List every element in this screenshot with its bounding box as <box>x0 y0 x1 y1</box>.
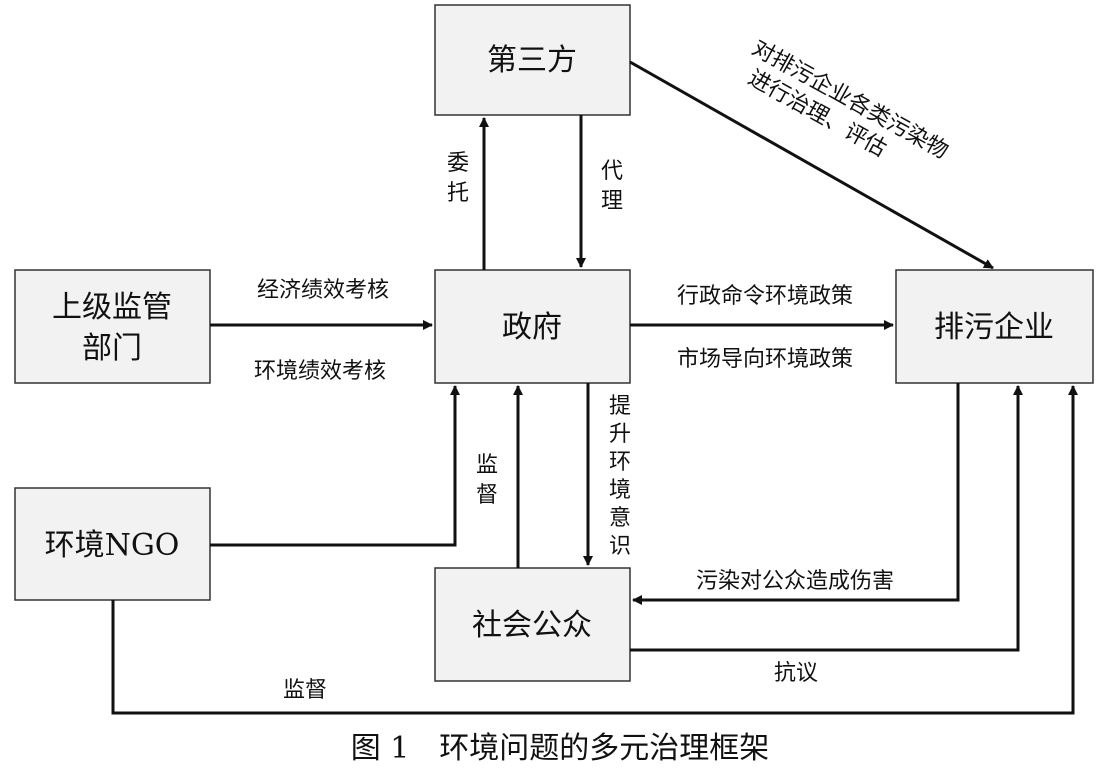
label-agent: 代理 <box>601 159 623 214</box>
edge-ngo-supervise-polluter <box>111 385 1078 715</box>
label-econ-assessment: 经济绩效考核 <box>257 278 389 303</box>
node-government: 政府 <box>434 269 631 384</box>
node-ngo-label: 环境NGO <box>45 528 180 563</box>
edge-protest <box>630 385 1023 652</box>
node-third-party-label: 第三方 <box>487 43 577 78</box>
node-superior-dept-label-1: 上级监管 <box>52 290 172 325</box>
label-raise-awareness: 提升环境意识 <box>609 394 631 559</box>
node-ngo: 环境NGO <box>14 487 211 601</box>
figure-caption: 图 1 环境问题的多元治理框架 <box>351 731 770 766</box>
label-harm: 污染对公众造成伤害 <box>696 569 894 594</box>
node-polluter-label: 排污企业 <box>934 310 1054 345</box>
label-entrust: 委托 <box>447 151 469 206</box>
edge-evaluate <box>629 60 994 270</box>
node-superior-dept: 上级监管 部门 <box>14 269 211 384</box>
node-public-label: 社会公众 <box>472 608 592 643</box>
label-env-assessment: 环境绩效考核 <box>254 359 386 384</box>
node-public: 社会公众 <box>434 567 631 682</box>
label-protest: 抗议 <box>774 661 818 686</box>
label-market-policy: 市场导向环境政策 <box>677 347 853 372</box>
label-admin-policy: 行政命令环境政策 <box>677 284 853 309</box>
edge-harm <box>632 383 960 605</box>
label-evaluate: 对排污企业各类污染物 进行治理、评估 <box>744 36 953 165</box>
node-government-label: 政府 <box>502 310 562 345</box>
edge-ngo-supervise-gov <box>210 385 460 547</box>
node-third-party: 第三方 <box>434 4 631 116</box>
node-polluter: 排污企业 <box>895 269 1094 384</box>
label-ngo-supervise: 监督 <box>283 678 327 703</box>
node-superior-dept-label-2: 部门 <box>82 331 142 366</box>
label-public-supervise: 监督 <box>476 453 498 508</box>
